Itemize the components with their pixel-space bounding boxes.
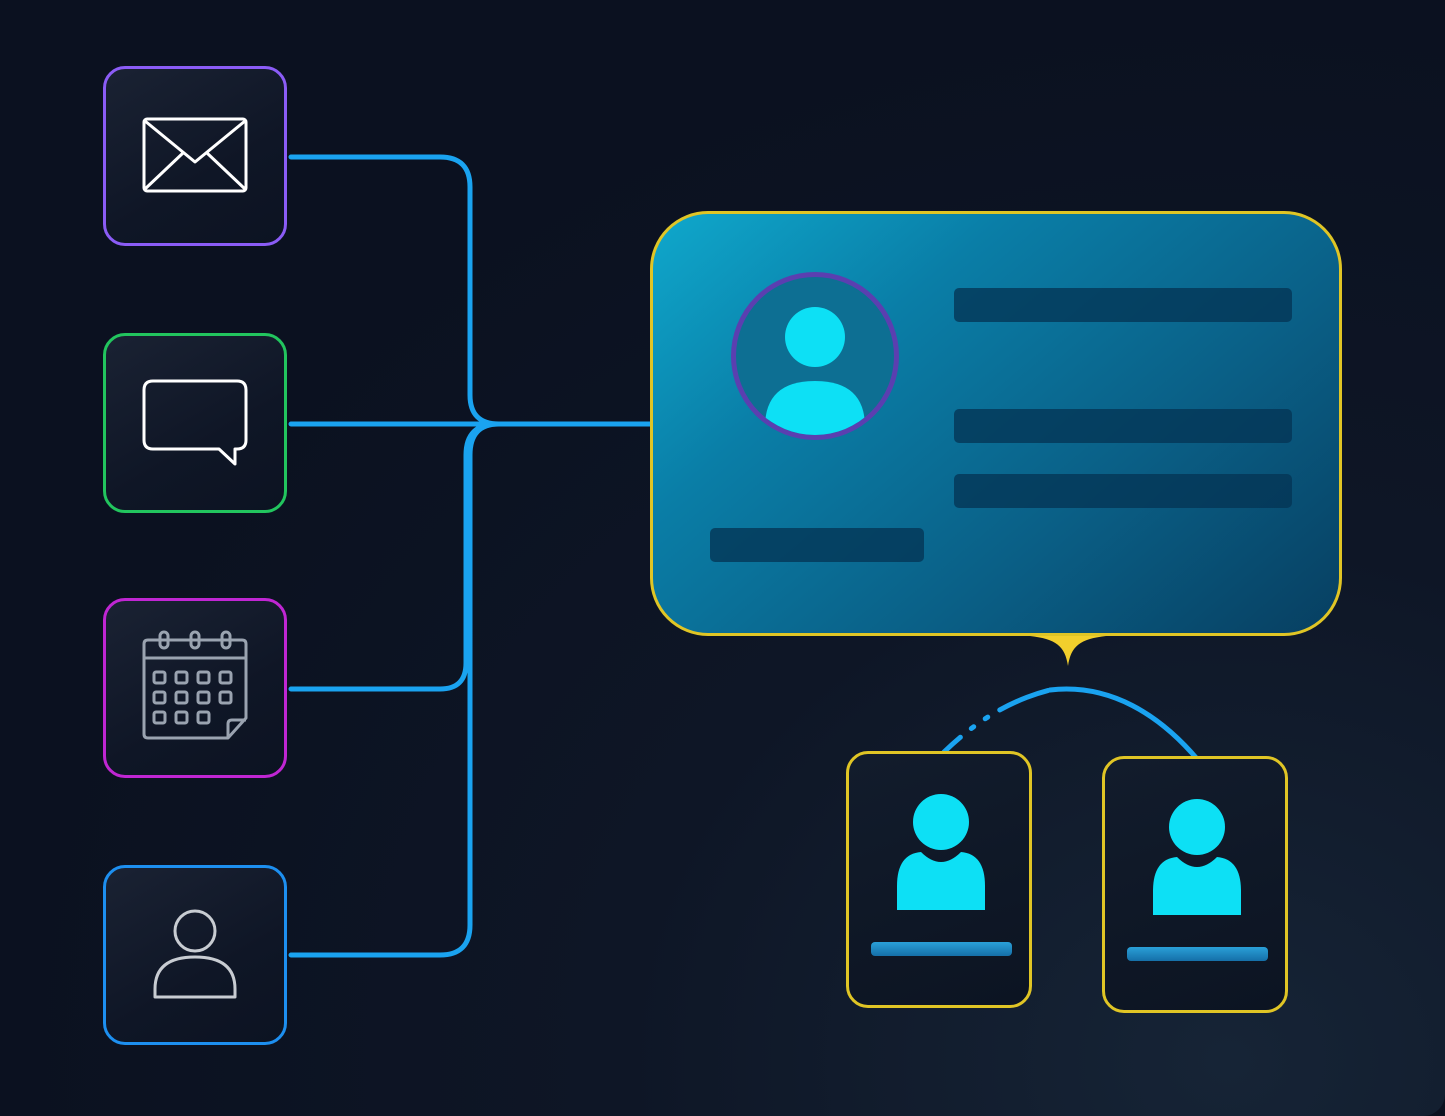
linked-person-card bbox=[846, 751, 1032, 1008]
calendar-source-tile bbox=[103, 598, 287, 778]
chat-bubble-icon bbox=[142, 379, 248, 466]
calendar-icon bbox=[142, 630, 248, 740]
profile-detail-placeholder bbox=[954, 409, 1292, 443]
chat-source-tile bbox=[103, 333, 287, 513]
person-name-placeholder bbox=[1127, 947, 1268, 961]
profile-name-placeholder bbox=[954, 288, 1292, 322]
contact-source-tile bbox=[103, 865, 287, 1045]
connector-calendar bbox=[288, 421, 500, 692]
user-outline-icon bbox=[153, 909, 237, 999]
user-avatar-icon bbox=[765, 307, 865, 435]
connector-contact bbox=[288, 421, 502, 958]
email-source-tile bbox=[103, 66, 287, 246]
link-arc-right bbox=[1047, 686, 1201, 763]
sparkle-icon bbox=[1030, 606, 1106, 666]
profile-detail-placeholder bbox=[954, 474, 1292, 508]
linked-person-card bbox=[1102, 756, 1288, 1013]
unified-profile-card bbox=[650, 211, 1342, 636]
envelope-icon bbox=[142, 117, 248, 193]
person-icon bbox=[897, 794, 985, 910]
person-icon bbox=[1153, 799, 1241, 915]
profile-avatar bbox=[731, 272, 899, 440]
link-arc-left-dashed bbox=[941, 687, 1053, 755]
connector-email bbox=[288, 154, 502, 427]
profile-caption-placeholder bbox=[710, 528, 924, 562]
person-name-placeholder bbox=[871, 942, 1012, 956]
